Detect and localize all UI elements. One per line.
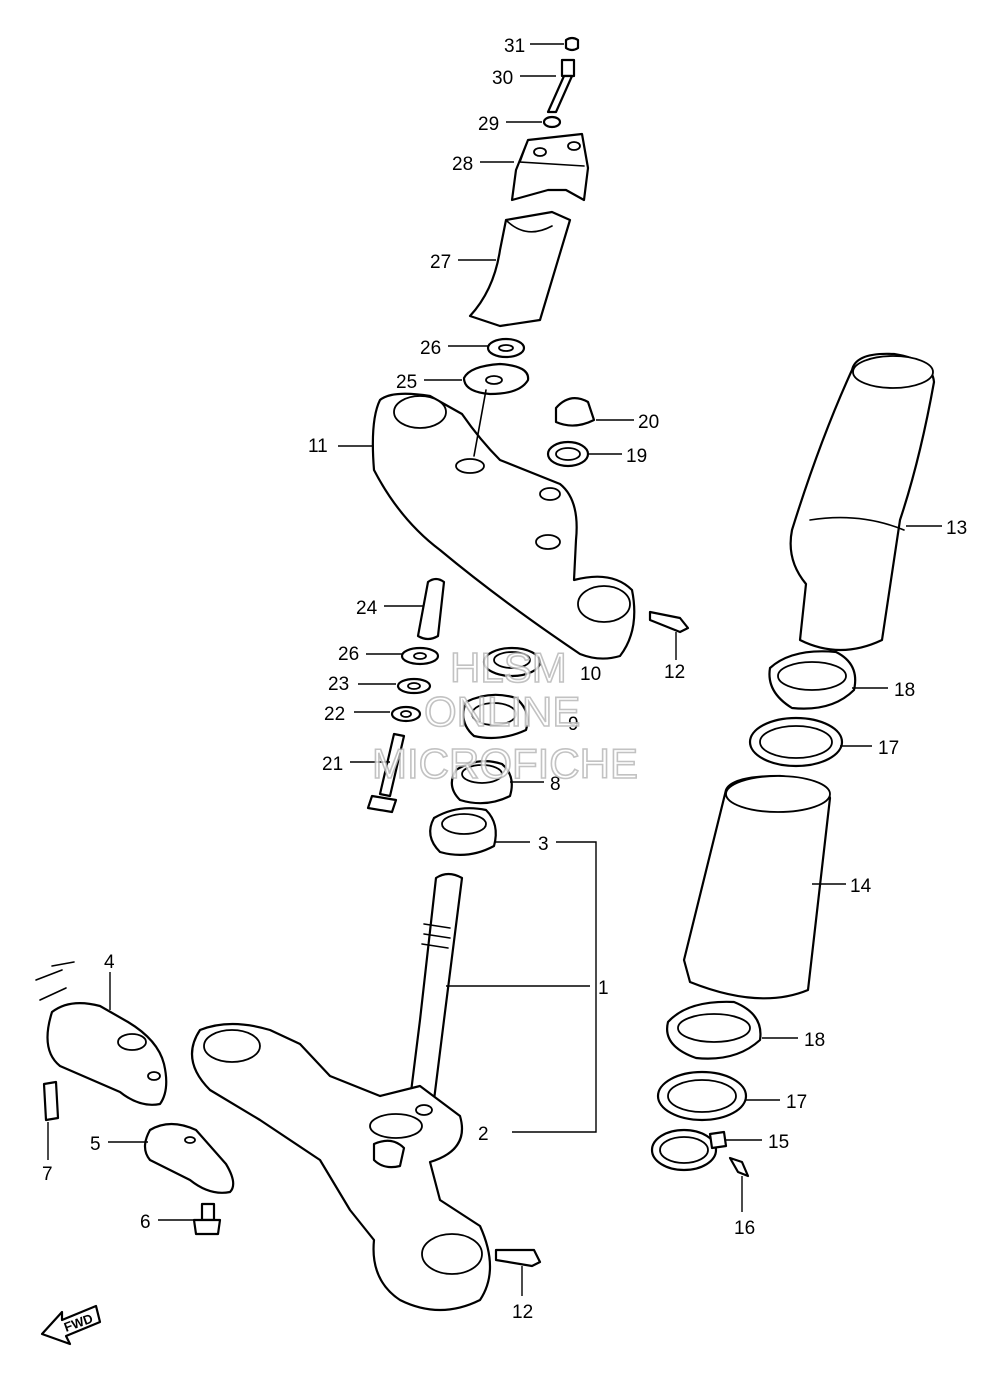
part-10-nut[interactable]: [482, 646, 542, 678]
part-2-lower-bracket[interactable]: [190, 1022, 491, 1312]
callout-4: 4: [104, 952, 115, 973]
part-26-washer-top[interactable]: [448, 337, 526, 359]
part-30-bolt[interactable]: [520, 58, 576, 114]
callout-2: 2: [478, 1124, 489, 1145]
callout-17-lower: 17: [786, 1092, 807, 1113]
callout-26-mid: 26: [338, 644, 359, 665]
callout-29: 29: [478, 114, 499, 135]
part-13-fork-cover-upper[interactable]: [789, 352, 942, 652]
callout-27: 27: [430, 252, 451, 273]
callout-12-upper: 12: [664, 662, 685, 683]
callout-8: 8: [550, 774, 561, 795]
part-24-spacer[interactable]: [384, 577, 446, 641]
callout-16: 16: [734, 1218, 755, 1239]
part-19-ring[interactable]: [546, 440, 622, 468]
part-17-ring-lower[interactable]: [656, 1070, 780, 1122]
part-12-bolt-upper[interactable]: [648, 610, 690, 660]
part-12-bolt-lower[interactable]: [494, 1248, 542, 1296]
callout-1: 1: [598, 978, 609, 999]
callout-20: 20: [638, 412, 659, 433]
callout-6: 6: [140, 1212, 151, 1233]
part-21-bolt[interactable]: [350, 732, 406, 814]
part-3-bearing[interactable]: [429, 807, 597, 1133]
part-18-ring-lower[interactable]: [666, 1000, 798, 1060]
part-25-plate[interactable]: [424, 362, 530, 396]
callout-19: 19: [626, 446, 647, 467]
part-7-key[interactable]: [42, 1080, 60, 1160]
part-31-cap[interactable]: [530, 36, 580, 52]
part-8-bearing[interactable]: [450, 759, 544, 805]
watermark-line1: HLSM: [450, 644, 567, 691]
callout-15: 15: [768, 1132, 789, 1153]
part-28-clamp-cap[interactable]: [480, 132, 590, 202]
part-5-cover[interactable]: [108, 1122, 235, 1194]
part-22-washer[interactable]: [354, 705, 422, 723]
callout-10: 10: [580, 664, 601, 685]
part-18-ring-upper[interactable]: [768, 650, 888, 710]
part-4-lock[interactable]: [35, 961, 168, 1106]
callout-21: 21: [322, 754, 343, 775]
callout-5: 5: [90, 1134, 101, 1155]
callout-23: 23: [328, 674, 349, 695]
part-26-washer-mid[interactable]: [366, 646, 440, 666]
callout-3: 3: [538, 834, 549, 855]
part-14-fork-cover-lower[interactable]: [682, 774, 846, 1000]
callout-28: 28: [452, 154, 473, 175]
watermark-line2: ONLINE: [424, 688, 580, 735]
callout-26-top: 26: [420, 338, 441, 359]
callout-18-upper: 18: [894, 680, 915, 701]
fwd-arrow-icon: FWD: [40, 1304, 102, 1346]
callout-17-upper: 17: [878, 738, 899, 759]
callout-24: 24: [356, 598, 378, 619]
part-27-handlebar-holder[interactable]: [458, 210, 572, 328]
part-1-steering-stem[interactable]: [408, 872, 590, 1106]
part-17-ring-upper[interactable]: [748, 716, 872, 768]
callout-18-lower: 18: [804, 1030, 825, 1051]
callout-12-lower: 12: [512, 1302, 533, 1323]
part-29-washer[interactable]: [506, 115, 562, 129]
callout-13: 13: [946, 518, 967, 539]
callout-30: 30: [492, 68, 513, 89]
callout-31: 31: [504, 36, 525, 57]
callout-7: 7: [42, 1164, 53, 1185]
part-15-clamp[interactable]: [650, 1128, 762, 1172]
callout-9: 9: [568, 714, 579, 735]
callout-14: 14: [850, 876, 872, 897]
callout-11: 11: [308, 436, 328, 457]
part-11-upper-bracket[interactable]: [338, 389, 636, 660]
part-23-washer[interactable]: [358, 677, 432, 695]
callout-25: 25: [396, 372, 417, 393]
watermark-line3: MICROFICHE: [372, 740, 638, 787]
part-9-seal[interactable]: [462, 693, 529, 740]
callout-22: 22: [324, 704, 345, 725]
part-6-bolt[interactable]: [158, 1202, 222, 1236]
part-20-cap[interactable]: [554, 397, 634, 427]
part-16-screw[interactable]: [728, 1156, 750, 1212]
